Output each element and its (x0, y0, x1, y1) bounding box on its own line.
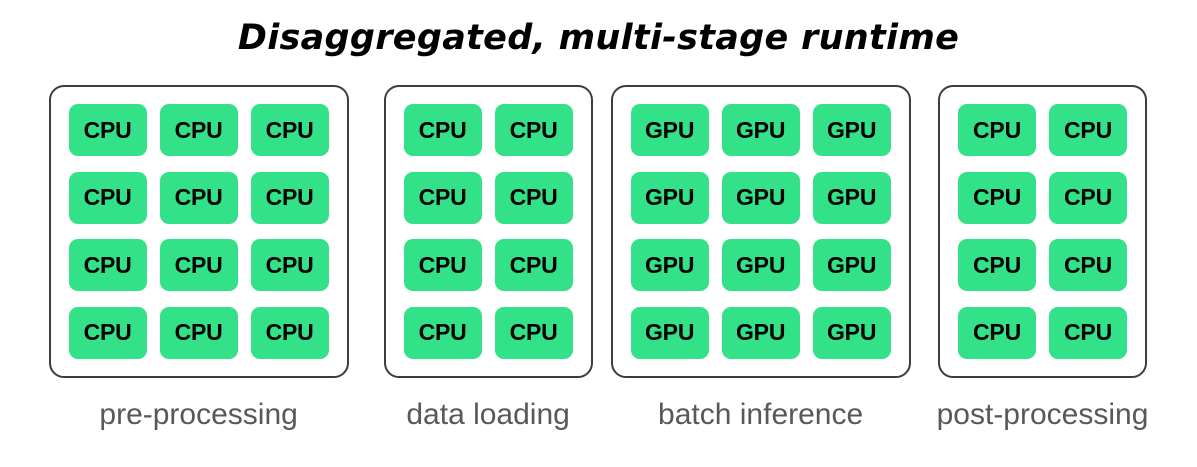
chip-cpu: CPU (403, 239, 482, 292)
chip-cpu: CPU (250, 306, 329, 359)
chip-cpu: CPU (958, 104, 1036, 156)
chip-cpu: CPU (403, 104, 482, 156)
chip-cpu: CPU (494, 239, 573, 292)
chip-gpu: GPU (630, 104, 709, 156)
chip-gpu: GPU (721, 306, 800, 359)
stage-post-processing: CPU CPU CPU CPU CPU CPU CPU CPU post-pro… (936, 85, 1149, 432)
chip-cpu: CPU (1049, 306, 1127, 359)
chip-gpu: GPU (721, 104, 800, 156)
chip-cpu: CPU (1049, 171, 1127, 224)
chip-gpu: GPU (630, 171, 709, 224)
chip-cpu: CPU (68, 171, 147, 224)
chip-cpu: CPU (494, 171, 573, 224)
stage-label-data-loading: data loading (406, 398, 570, 431)
stage-label-post-processing: post-processing (936, 398, 1149, 431)
chip-cpu: CPU (159, 306, 238, 359)
chip-gpu: GPU (721, 239, 800, 292)
chip-cpu: CPU (250, 239, 329, 292)
stage-pre-processing: CPU CPU CPU CPU CPU CPU CPU CPU CPU CPU … (48, 85, 349, 432)
stage-box-post-processing: CPU CPU CPU CPU CPU CPU CPU CPU (938, 85, 1147, 378)
diagram-title: Disaggregated, multi-stage runtime (237, 18, 960, 58)
chip-cpu: CPU (494, 306, 573, 359)
stage-batch-inference: GPU GPU GPU GPU GPU GPU GPU GPU GPU GPU … (610, 85, 911, 432)
chip-cpu: CPU (68, 104, 147, 156)
stage-box-pre-processing: CPU CPU CPU CPU CPU CPU CPU CPU CPU CPU … (48, 85, 349, 378)
stage-list: CPU CPU CPU CPU CPU CPU CPU CPU CPU CPU … (0, 85, 1197, 445)
stage-box-batch-inference: GPU GPU GPU GPU GPU GPU GPU GPU GPU GPU … (610, 85, 911, 378)
chip-cpu: CPU (159, 171, 238, 224)
chip-cpu: CPU (958, 239, 1036, 292)
chip-gpu: GPU (812, 306, 891, 359)
chip-cpu: CPU (1049, 239, 1127, 292)
chip-cpu: CPU (958, 306, 1036, 359)
chip-cpu: CPU (68, 306, 147, 359)
chip-cpu: CPU (159, 104, 238, 156)
chip-gpu: GPU (630, 239, 709, 292)
stage-label-batch-inference: batch inference (658, 398, 864, 431)
chip-cpu: CPU (250, 104, 329, 156)
chip-gpu: GPU (812, 239, 891, 292)
chip-gpu: GPU (812, 171, 891, 224)
chip-cpu: CPU (958, 171, 1036, 224)
chip-cpu: CPU (250, 171, 329, 224)
chip-cpu: CPU (159, 239, 238, 292)
chip-cpu: CPU (1049, 104, 1127, 156)
chip-gpu: GPU (812, 104, 891, 156)
stage-data-loading: CPU CPU CPU CPU CPU CPU CPU CPU data loa… (383, 85, 593, 432)
chip-gpu: GPU (630, 306, 709, 359)
stage-label-pre-processing: pre-processing (99, 398, 298, 431)
chip-cpu: CPU (494, 104, 573, 156)
stage-box-data-loading: CPU CPU CPU CPU CPU CPU CPU CPU (383, 85, 593, 378)
chip-cpu: CPU (68, 239, 147, 292)
chip-gpu: GPU (721, 171, 800, 224)
chip-cpu: CPU (403, 306, 482, 359)
chip-cpu: CPU (403, 171, 482, 224)
